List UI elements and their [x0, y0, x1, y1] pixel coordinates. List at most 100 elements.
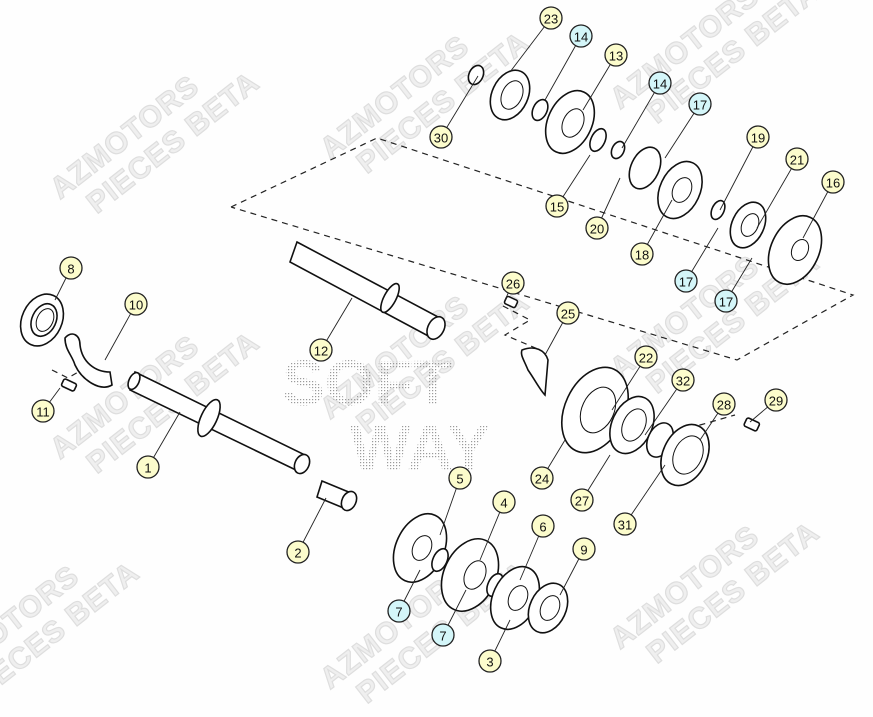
label-bubble [712, 392, 736, 416]
part-label-12[interactable]: 12 [309, 297, 353, 362]
part-label-32[interactable]: 32 [644, 368, 695, 436]
part-label-14[interactable]: 14 [621, 71, 672, 149]
part-label-4[interactable]: 4 [479, 490, 516, 561]
label-number: 27 [575, 494, 589, 509]
label-bubble [604, 43, 628, 67]
label-bubble [387, 599, 411, 623]
part-label-20[interactable]: 20 [585, 177, 621, 240]
label-bubble [785, 147, 809, 171]
part-label-10[interactable]: 10 [104, 292, 148, 361]
part-label-17[interactable]: 17 [714, 257, 753, 313]
part-label-25[interactable]: 25 [544, 301, 580, 356]
label-bubble [630, 242, 654, 266]
label-bubble [59, 256, 83, 280]
label-bubble [530, 466, 554, 490]
leader-line [621, 82, 661, 149]
label-number: 19 [751, 131, 765, 146]
screw-11-drawing [60, 378, 78, 392]
label-bubble [714, 289, 738, 313]
part-label-22[interactable]: 22 [611, 345, 658, 411]
label-bubble [478, 649, 502, 673]
label-bubble [688, 92, 712, 116]
part-label-24[interactable]: 24 [530, 439, 566, 490]
part-label-6[interactable]: 6 [519, 514, 555, 581]
part-label-1[interactable]: 1 [136, 411, 181, 479]
softway-watermark: SOFT WAY [282, 347, 490, 484]
callout-layer: 2314131417301520181921161717810111212262… [31, 6, 845, 673]
label-number: 17 [693, 98, 707, 113]
label-number: 24 [535, 472, 549, 487]
part-label-28[interactable]: 28 [699, 392, 736, 441]
part-label-11[interactable]: 11 [31, 387, 61, 423]
part-label-30[interactable]: 30 [429, 75, 479, 149]
part-label-7[interactable]: 7 [431, 589, 467, 647]
part-label-26[interactable]: 26 [501, 271, 525, 301]
leader-line [719, 136, 759, 211]
label-number: 18 [635, 248, 649, 263]
label-bubble [31, 399, 55, 423]
label-bubble [124, 292, 148, 316]
part-label-29[interactable]: 29 [749, 388, 788, 423]
label-number: 30 [434, 131, 448, 146]
label-bubble [545, 194, 569, 218]
part-label-17[interactable]: 17 [664, 92, 712, 159]
leader-line [544, 35, 582, 101]
bearing-assembly-drawing [503, 295, 761, 487]
label-bubble [492, 490, 516, 514]
label-number: 3 [486, 655, 493, 670]
part-label-14[interactable]: 14 [544, 24, 593, 101]
label-bubble [764, 388, 788, 412]
part-label-2[interactable]: 2 [286, 497, 327, 564]
label-number: 14 [574, 30, 588, 45]
part-label-16[interactable]: 16 [802, 170, 845, 239]
label-number: 10 [129, 298, 143, 313]
label-bubble [136, 455, 160, 479]
label-bubble [821, 170, 845, 194]
part-label-8[interactable]: 8 [54, 256, 83, 301]
part-label-17[interactable]: 17 [674, 227, 719, 293]
label-bubble [556, 301, 580, 325]
part-label-9[interactable]: 9 [559, 537, 596, 596]
label-bubble [572, 537, 596, 561]
parts-drawings [19, 64, 823, 634]
label-bubble [569, 24, 593, 48]
label-number: 16 [826, 176, 840, 191]
label-number: 26 [506, 277, 520, 292]
label-number: 11 [36, 405, 50, 420]
label-number: 15 [550, 200, 564, 215]
label-number: 6 [539, 520, 546, 535]
upper-gear-cluster-drawing [467, 64, 823, 285]
label-number: 17 [679, 275, 693, 290]
label-number: 23 [544, 12, 558, 27]
label-number: 9 [580, 543, 587, 558]
label-bubble [539, 6, 563, 30]
label-bubble [448, 466, 472, 490]
lower-gear-cluster-drawing [392, 513, 569, 634]
label-number: 14 [653, 77, 667, 92]
label-bubble [570, 488, 594, 512]
label-number: 13 [609, 49, 623, 64]
part-label-18[interactable]: 18 [630, 199, 673, 266]
label-bubble [671, 368, 695, 392]
label-number: 4 [500, 496, 507, 511]
label-number: 2 [294, 546, 301, 561]
part-label-23[interactable]: 23 [509, 6, 563, 73]
part-label-31[interactable]: 31 [613, 464, 666, 536]
leader-line [624, 464, 666, 525]
part-label-19[interactable]: 19 [719, 125, 770, 211]
shaft-12-drawing [289, 240, 446, 341]
label-number: 25 [561, 307, 575, 322]
part-label-27[interactable]: 27 [570, 454, 611, 512]
part-label-21[interactable]: 21 [756, 147, 809, 229]
part-label-13[interactable]: 13 [582, 43, 628, 111]
part-label-5[interactable]: 5 [439, 466, 472, 536]
label-number: 17 [719, 295, 733, 310]
leader-line [756, 158, 798, 229]
label-number: 29 [769, 394, 783, 409]
part-label-3[interactable]: 3 [478, 619, 511, 673]
part-label-7[interactable]: 7 [387, 569, 421, 623]
part-label-15[interactable]: 15 [545, 154, 591, 218]
